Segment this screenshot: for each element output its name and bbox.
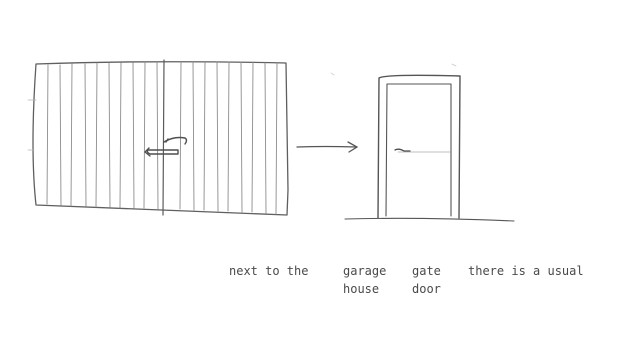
caption-phrase-3-line-2: door	[412, 282, 441, 297]
usual-door-sketch	[331, 64, 514, 221]
door-frame	[378, 75, 460, 218]
caption-phrase-3-line-1: gate	[412, 264, 441, 279]
caption-phrase-1: next to the	[229, 264, 308, 279]
garage-gate-slats	[47, 62, 277, 214]
caption-phrase-2-line-2: house	[343, 282, 379, 297]
garage-gate-center-line	[163, 60, 164, 215]
caption-phrase-4: there is a usual	[468, 264, 584, 279]
arrow-icon	[297, 142, 357, 152]
garage-gate-sketch	[28, 60, 288, 215]
door-handle-icon	[395, 149, 410, 151]
ground-line	[345, 218, 514, 221]
caption-phrase-2-line-1: garage	[343, 264, 386, 279]
